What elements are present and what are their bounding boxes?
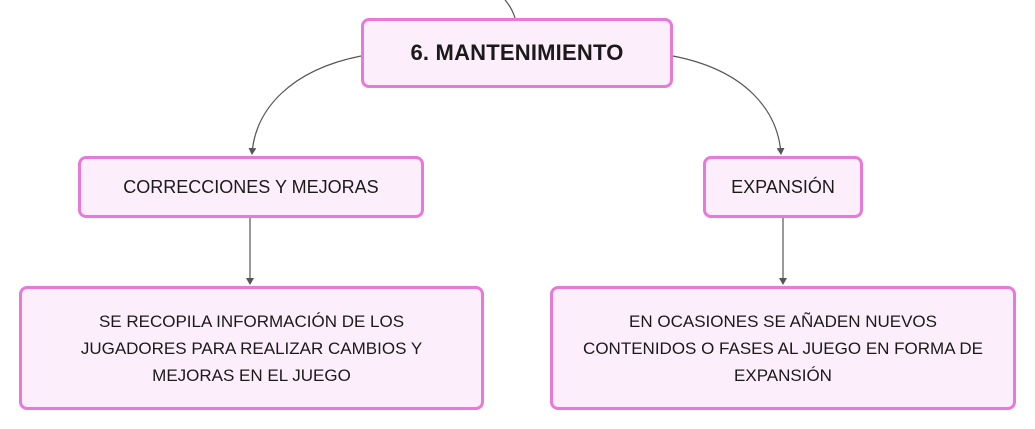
root-node[interactable]: 6. MANTENIMIENTO — [361, 18, 673, 88]
detail-node-expansion-text: EN OCASIONES SE AÑADEN NUEVOS CONTENIDOS… — [583, 311, 983, 385]
detail-node-corrections[interactable]: SE RECOPILA INFORMACIÓN DE LOS JUGADORES… — [19, 286, 484, 410]
branch-node-expansion[interactable]: EXPANSIÓN — [703, 156, 863, 218]
detail-node-expansion[interactable]: EN OCASIONES SE AÑADEN NUEVOS CONTENIDOS… — [550, 286, 1016, 410]
connector-root-to-right — [672, 55, 785, 155]
root-node-label: 6. MANTENIMIENTO — [410, 40, 624, 65]
branch-node-corrections-label: CORRECCIONES Y MEJORAS — [123, 176, 379, 197]
branch-node-corrections[interactable]: CORRECCIONES Y MEJORAS — [78, 156, 424, 218]
branch-node-expansion-label: EXPANSIÓN — [731, 176, 835, 197]
connector-root-to-left — [248, 55, 362, 155]
detail-node-corrections-text: SE RECOPILA INFORMACIÓN DE LOS JUGADORES… — [80, 311, 423, 385]
incoming-connector — [504, 0, 516, 19]
